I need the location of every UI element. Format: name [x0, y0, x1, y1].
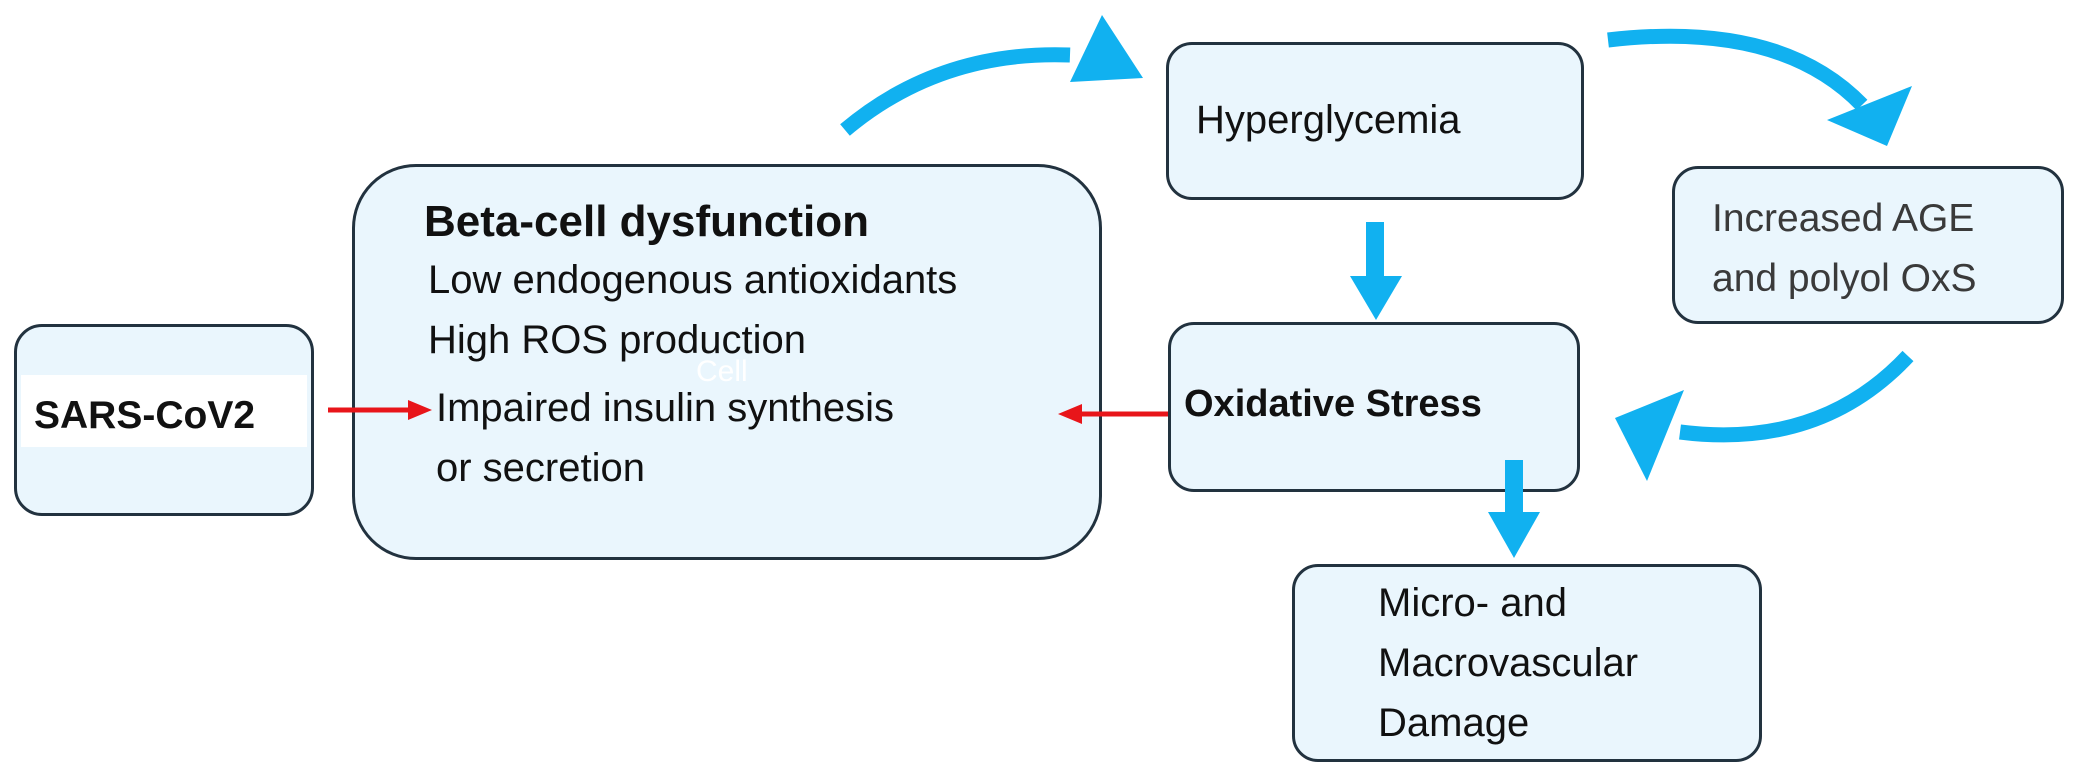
beta-cell-box: [352, 164, 1102, 560]
oxidative-to-damage-shaft: [1505, 460, 1523, 512]
beta-to-hyperglycemia-arrow: [840, 47, 1071, 136]
damage-line-2: Macrovascular: [1378, 641, 1639, 685]
oxidative-to-damage-arrowhead: [1488, 512, 1540, 558]
beta-cell-title: Beta-cell dysfunction: [424, 197, 869, 246]
age-polyol-box: [1672, 166, 2064, 324]
damage-line-3: Damage: [1378, 701, 1530, 745]
hyperglycemia-to-age-arrow: [1607, 28, 1868, 111]
beta-line-antioxidants: Low endogenous antioxidants: [428, 258, 958, 302]
vascular-damage-box: [1292, 564, 1762, 762]
sars-to-beta-arrowhead: [408, 400, 432, 420]
sars-cov2-box: [14, 324, 314, 516]
beta-line-secretion: or secretion: [436, 446, 645, 490]
oxidative-stress-label: Oxidative Stress: [1184, 383, 1482, 425]
hyperglycemia-to-age-arrowhead: [1827, 86, 1912, 146]
hyperglycemia-label: Hyperglycemia: [1196, 98, 1461, 142]
sars-cov2-label: SARS-CoV2: [34, 394, 256, 437]
beta-to-hyperglycemia-arrowhead: [1070, 15, 1143, 82]
age-to-oxidative-arrowhead: [1615, 390, 1684, 481]
age-to-oxidative-arrow: [1679, 350, 1914, 443]
damage-line-1: Micro- and: [1378, 581, 1567, 625]
beta-line-ros: High ROS production: [428, 318, 806, 362]
oxidative-to-beta-arrowhead: [1058, 404, 1082, 424]
hyper-to-oxidative-shaft: [1366, 222, 1384, 278]
sars-label-band: [21, 375, 307, 447]
hyper-to-oxidative-arrowhead: [1350, 276, 1402, 320]
hyperglycemia-box: [1166, 42, 1584, 200]
age-line-2: and polyol OxS: [1712, 257, 1977, 300]
beta-line-insulin: Impaired insulin synthesis: [436, 386, 894, 430]
beta-cell-watermark: Cell: [696, 355, 748, 388]
age-line-1: Increased AGE: [1712, 197, 1975, 240]
